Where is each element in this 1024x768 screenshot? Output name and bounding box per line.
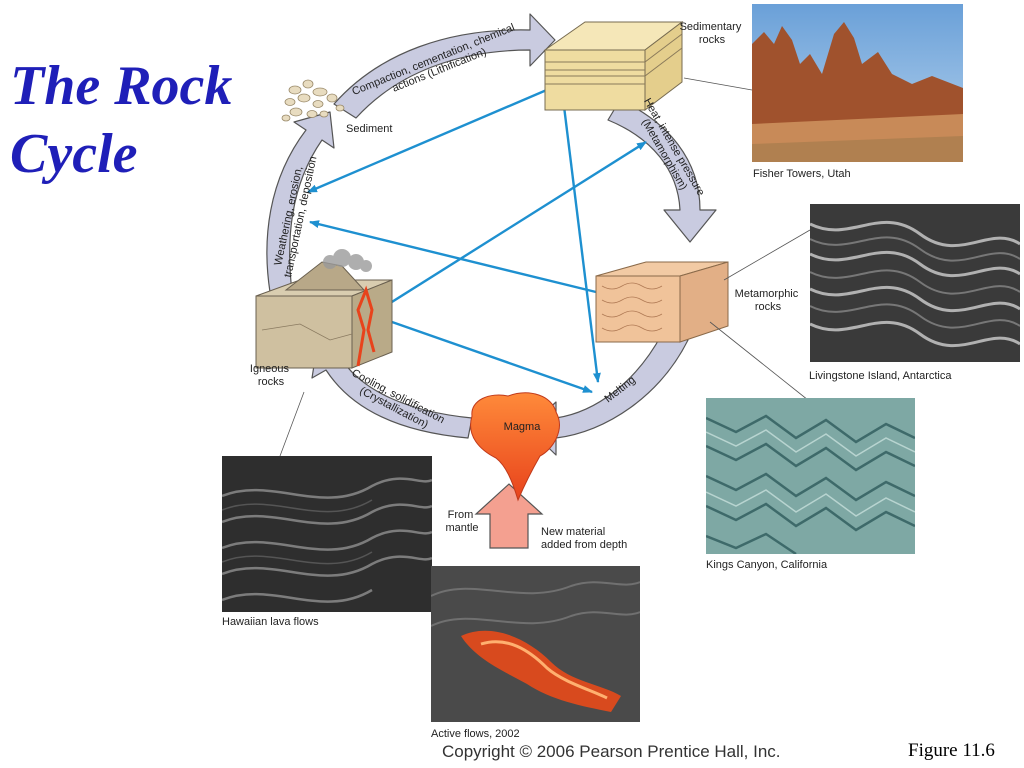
mantle-arrow [474,483,544,549]
sedimentary-block [543,20,684,112]
metamorphic-label: Metamorphic rocks [735,288,802,313]
metamorphic-to-sediment-arrow [309,220,597,294]
igneous-block [255,261,393,369]
hawaiian-lava-caption: Hawaiian lava flows [222,616,319,628]
hawaiian-lava-photo [222,456,432,612]
metamorphic-block [595,261,729,343]
photo-connectors [279,77,811,457]
sedimentary-to-sediment-arrow [307,84,557,194]
sedimentary-to-magma-arrow [560,89,601,383]
shortcut-arrows [307,84,647,394]
igneous-to-magma-arrow [391,320,593,394]
title-line-1: The Rock [10,55,233,117]
magma-label: Magma [504,421,542,433]
kings-canyon-caption: Kings Canyon, California [706,559,828,571]
from-mantle-label: From mantle [445,509,478,534]
active-flows-caption: Active flows, 2002 [431,728,520,740]
livingstone-island-photo [810,204,1020,362]
weathering-arrow [266,111,335,293]
igneous-label: Igneous rocks [250,363,292,388]
copyright-text: Copyright © 2006 Pearson Prentice Hall, … [442,742,781,761]
fisher-towers-caption: Fisher Towers, Utah [753,168,851,180]
page-title: The Rock Cycle [10,52,270,188]
active-flows-photo [431,566,640,722]
metamorphism-arrow [607,99,717,243]
volcano-smoke [323,249,372,272]
sedimentary-label: Sedimentary rocks [680,21,745,46]
fisher-towers-photo [752,4,963,162]
lithification-arrow [333,13,556,119]
livingstone-island-caption: Livingstone Island, Antarctica [809,370,952,382]
new-material-label: New material added from depth [541,526,627,551]
sediment-label: Sediment [346,123,392,135]
kings-canyon-photo [706,398,915,554]
title-line-2: Cycle [10,123,138,185]
magma-blob [470,392,560,502]
sediment-pile [281,79,345,122]
figure-number: Figure 11.6 [908,740,995,761]
igneous-to-metamorphic-arrow [375,140,647,314]
